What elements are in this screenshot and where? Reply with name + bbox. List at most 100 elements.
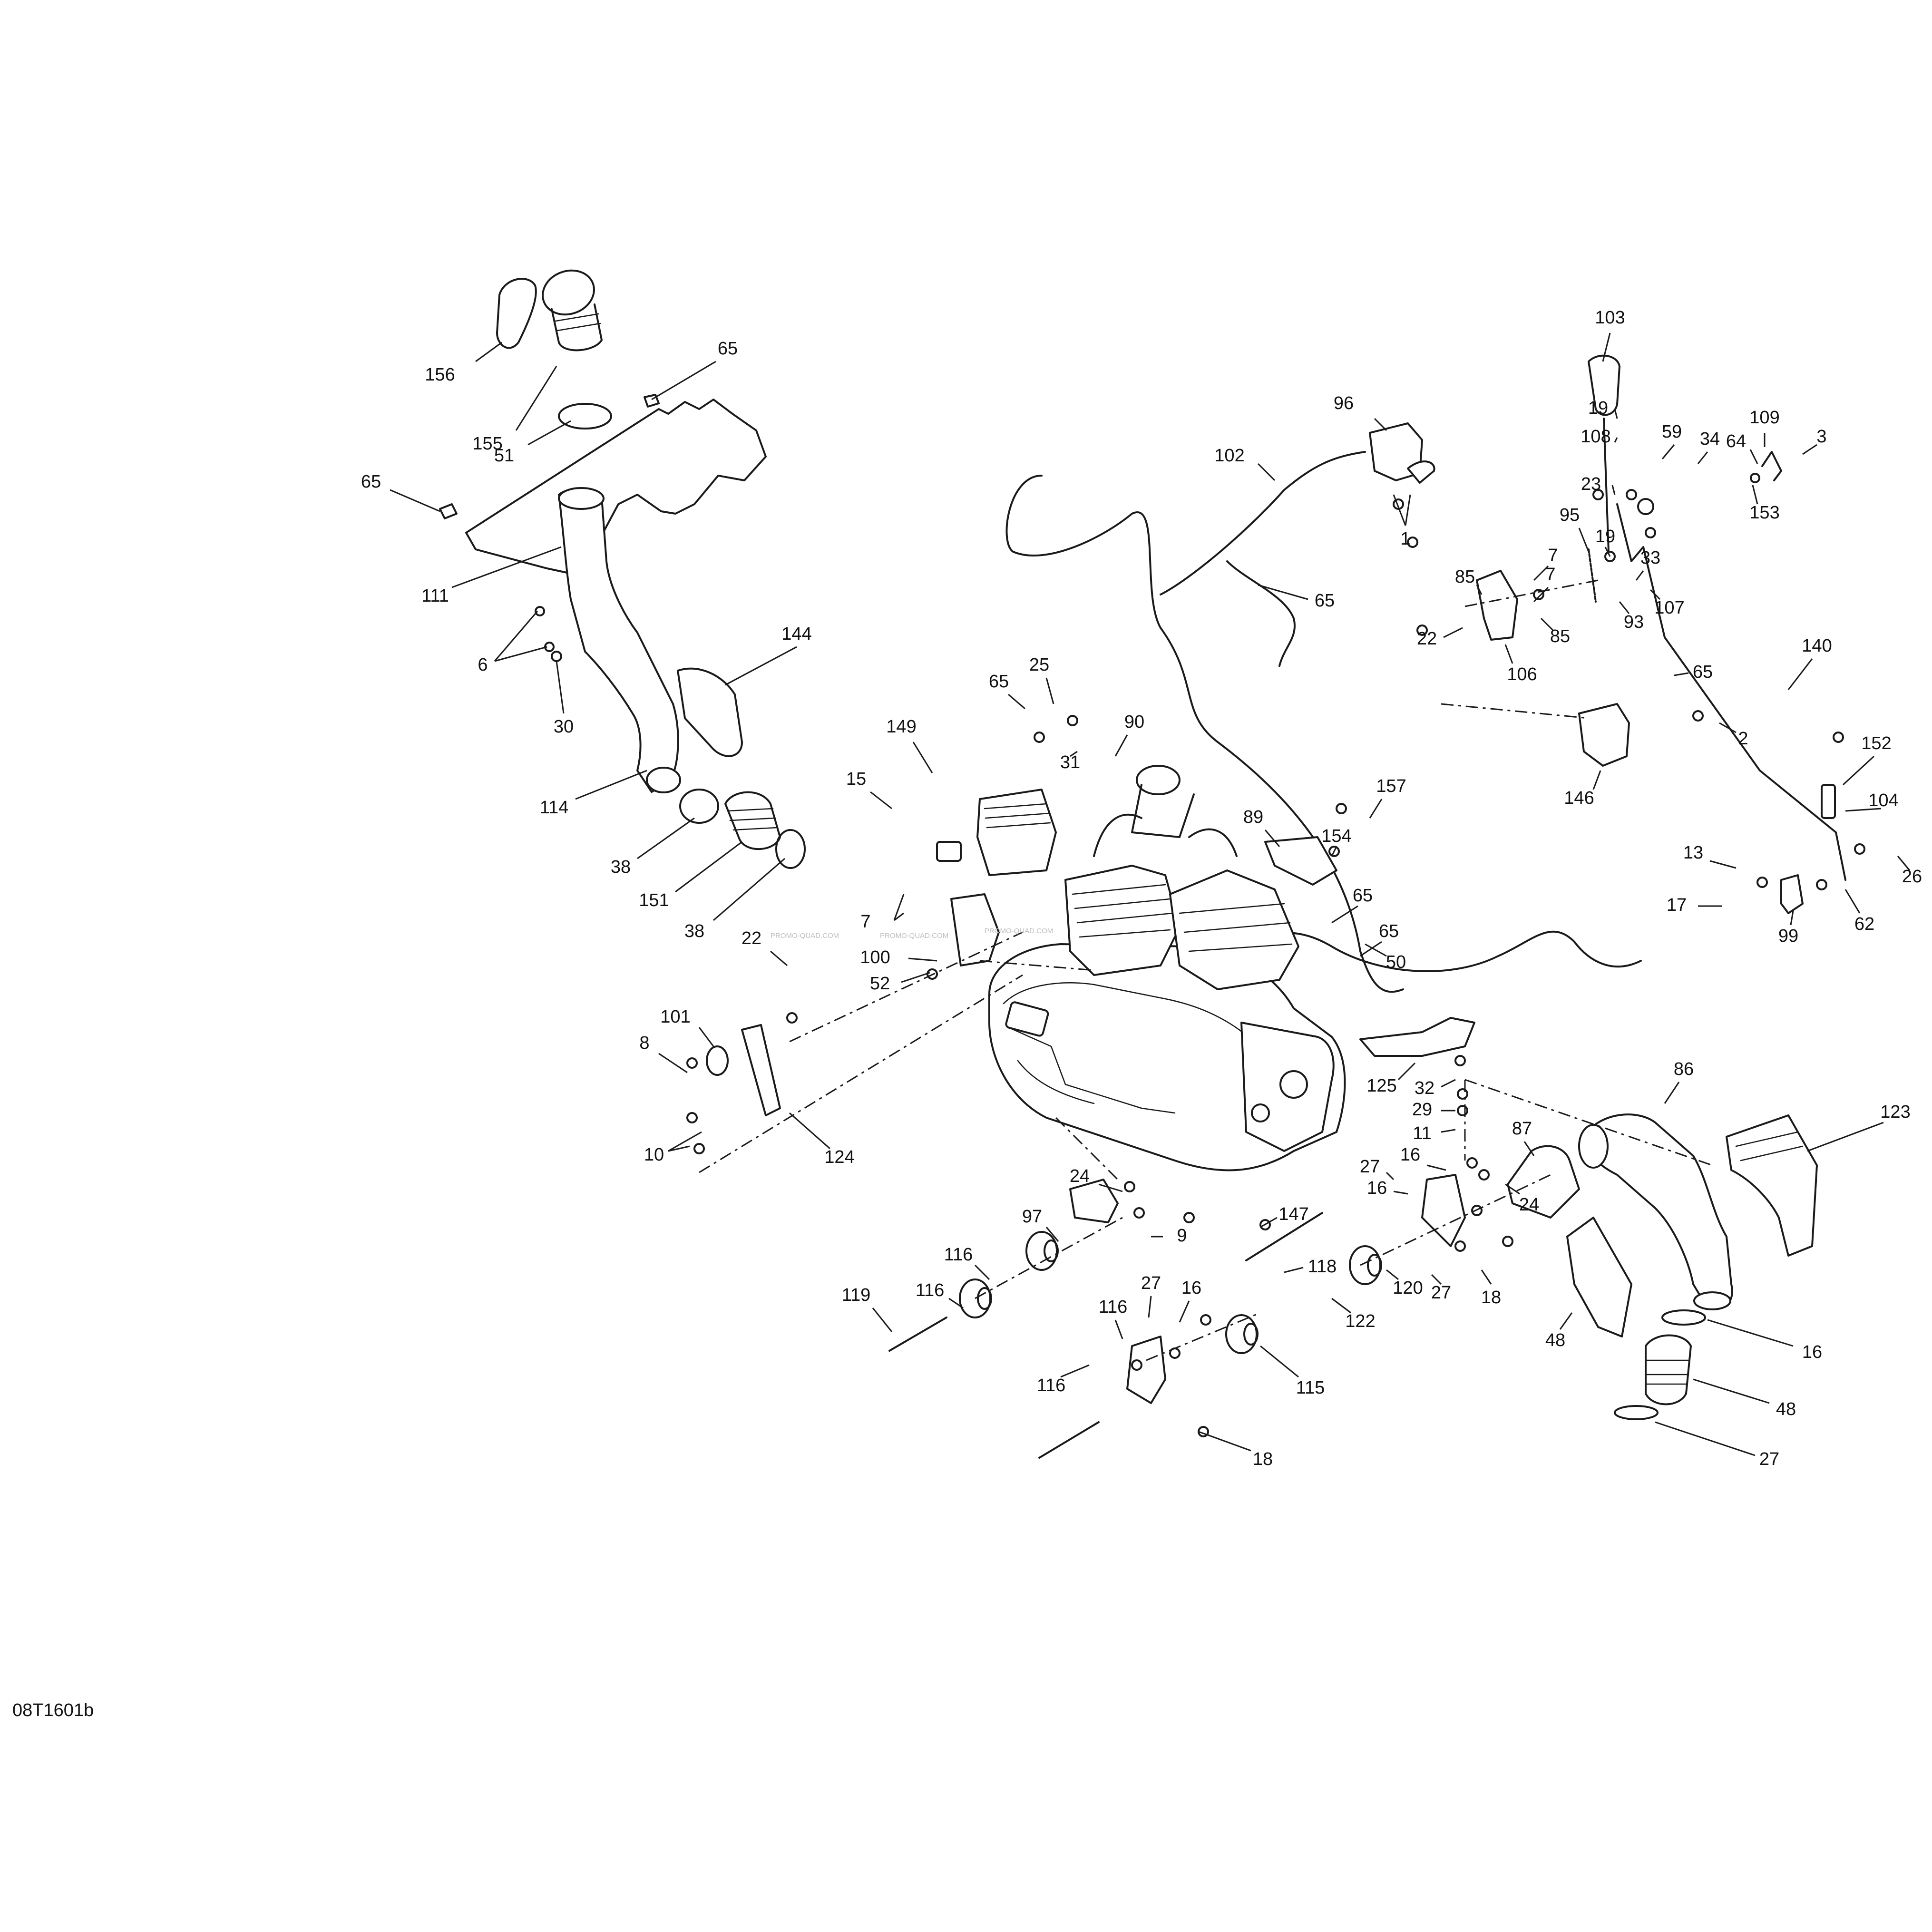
leader-line [1405,494,1411,526]
part-callout: 114 [540,798,569,818]
part-callout: 116 [1099,1297,1128,1317]
leader-line [575,770,647,800]
part-callout: 19 [1588,398,1608,418]
engine-assembly [936,765,1475,1171]
watermark: PROMO-QUAD.COM [771,932,839,940]
lower-mount-bracket [1126,1336,1166,1404]
leader-line [1114,1319,1123,1339]
fastener [1645,527,1656,538]
fastener [1200,1314,1211,1326]
heat-shield-upper [1726,1114,1818,1257]
exhaust-assembly [1507,1113,1818,1420]
watermark: PROMO-QUAD.COM [880,932,948,940]
leader-line [1393,1190,1408,1195]
leader-line [1114,734,1128,757]
leader-line [1070,751,1078,757]
fastener [1457,1088,1468,1100]
part-callout: 111 [421,586,449,606]
part-callout: 52 [870,974,890,994]
part-callout: 115 [1296,1378,1325,1398]
part-callout: 1 [1400,529,1410,549]
part-callout: 95 [1560,505,1580,525]
part-callout: 51 [494,446,514,466]
part-callout: 116 [1037,1376,1066,1395]
engine-mounts [706,1024,1466,1459]
leader-line [1533,586,1549,603]
leader-line [1559,1312,1573,1330]
part-callout: 65 [989,672,1009,692]
rear-mount-bracket [1421,1174,1466,1247]
ecu-module [976,789,1057,876]
part-callout: 125 [1366,1076,1396,1096]
leader-line [1614,437,1618,443]
leader-line [1719,722,1737,733]
leader-line [872,1308,893,1332]
leader-line [1664,1082,1680,1104]
fastener [1131,1359,1142,1371]
part-callout: 10 [644,1145,664,1165]
part-callout: 38 [611,857,631,877]
harness-and-cables [1005,422,1642,993]
part-callout: 149 [886,717,916,737]
part-callout: 18 [1253,1449,1273,1469]
leader-line [1661,444,1675,459]
leader-line [1386,1269,1399,1280]
part-callout: 65 [718,339,738,359]
leader-line [1790,910,1794,926]
leader-line [1845,808,1882,812]
part-callout: 123 [1880,1102,1910,1122]
leader-line [908,957,937,962]
part-callout: 7 [1548,546,1558,566]
leader-line [1614,409,1618,419]
part-callout: 65 [361,472,381,492]
part-callout: 34 [1700,429,1720,449]
part-callout: 30 [554,717,574,737]
part-callout: 27 [1141,1273,1161,1293]
leader-line [1365,943,1387,957]
part-callout: 65 [1379,921,1399,941]
leader-line [1649,589,1661,600]
part-callout: 17 [1667,895,1687,915]
shift-knob [1588,354,1620,416]
assembly-lines [699,579,1713,1361]
leader-line [1655,1421,1756,1456]
part-callout: 97 [1022,1207,1042,1227]
fasteners [686,489,1865,1437]
shift-lever-assembly [1476,354,1846,914]
leader-line [1443,627,1463,638]
part-callout: 13 [1683,843,1703,863]
fastener [693,1143,705,1154]
leader-line [1604,546,1611,557]
part-callout: 65 [1693,662,1713,682]
fastener [1854,843,1865,855]
part-callout: 109 [1749,408,1779,428]
leader-line [1179,1300,1190,1323]
fastener [1592,489,1604,500]
fastener [1124,1181,1135,1192]
leader-line [1331,1298,1351,1314]
part-callout: 48 [1545,1330,1565,1350]
fastener [1183,1212,1195,1223]
intake-duct [677,667,743,757]
part-callout: 87 [1512,1119,1532,1139]
leader-line [901,972,930,983]
part-callout: 6 [478,655,488,675]
leader-line [1476,585,1483,595]
leader-line [893,894,905,921]
part-callout: 27 [1360,1157,1380,1177]
leader-line [1693,1378,1770,1404]
leader-line [475,342,502,362]
fastener [1133,1207,1145,1219]
fastener [1454,1055,1466,1066]
front-cylinder [1169,869,1299,990]
part-callout: 103 [1595,308,1625,328]
leader-line [1697,451,1708,464]
leader-line [1897,856,1911,871]
part-callout: 65 [1353,886,1373,906]
part-callout: 154 [1321,826,1351,846]
part-callout: 151 [639,890,669,910]
leader-line [698,1027,714,1047]
leader-line [1264,829,1280,847]
leader-line [1397,1062,1416,1081]
leader-line [651,361,716,400]
